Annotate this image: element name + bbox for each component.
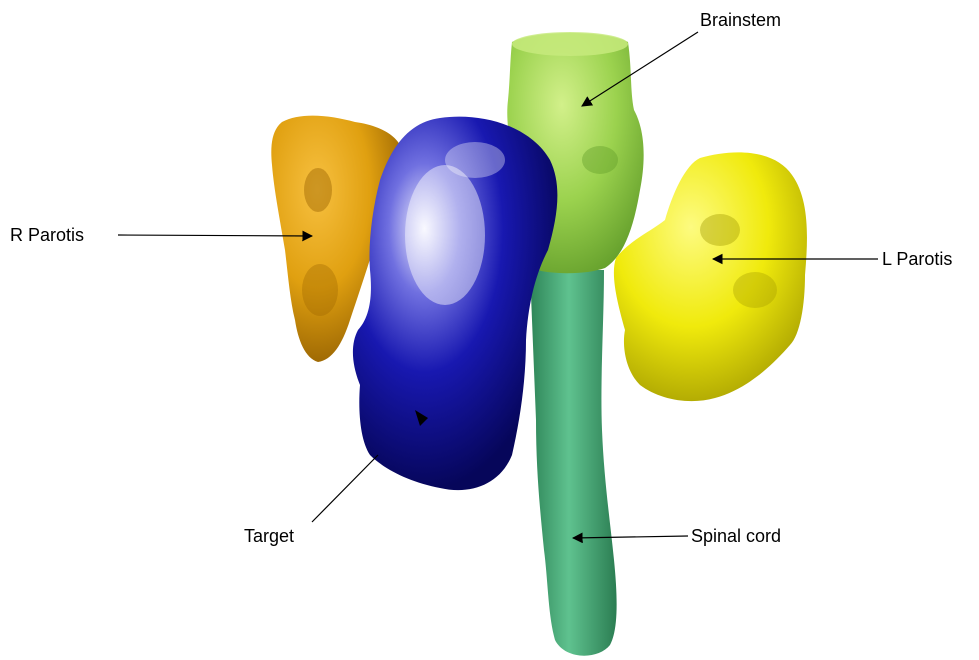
target-highlight	[445, 142, 505, 178]
brainstem-shadow	[582, 146, 618, 174]
spinal-cord-label: Spinal cord	[691, 526, 781, 546]
target-label: Target	[244, 526, 294, 546]
r-parotis-label: R Parotis	[10, 225, 84, 245]
brainstem-top	[512, 32, 628, 56]
r-parotis-shadow	[302, 264, 338, 316]
spinal-cord-shape	[530, 270, 617, 656]
brainstem-label: Brainstem	[700, 10, 781, 30]
l-parotis-shadow	[700, 214, 740, 246]
r-parotis-shadow	[304, 168, 332, 212]
l-parotis-label: L Parotis	[882, 249, 952, 269]
l-parotis-shadow	[733, 272, 777, 308]
target-arrow	[312, 455, 378, 522]
l-parotis-shape	[614, 152, 807, 401]
target-highlight	[405, 165, 485, 305]
